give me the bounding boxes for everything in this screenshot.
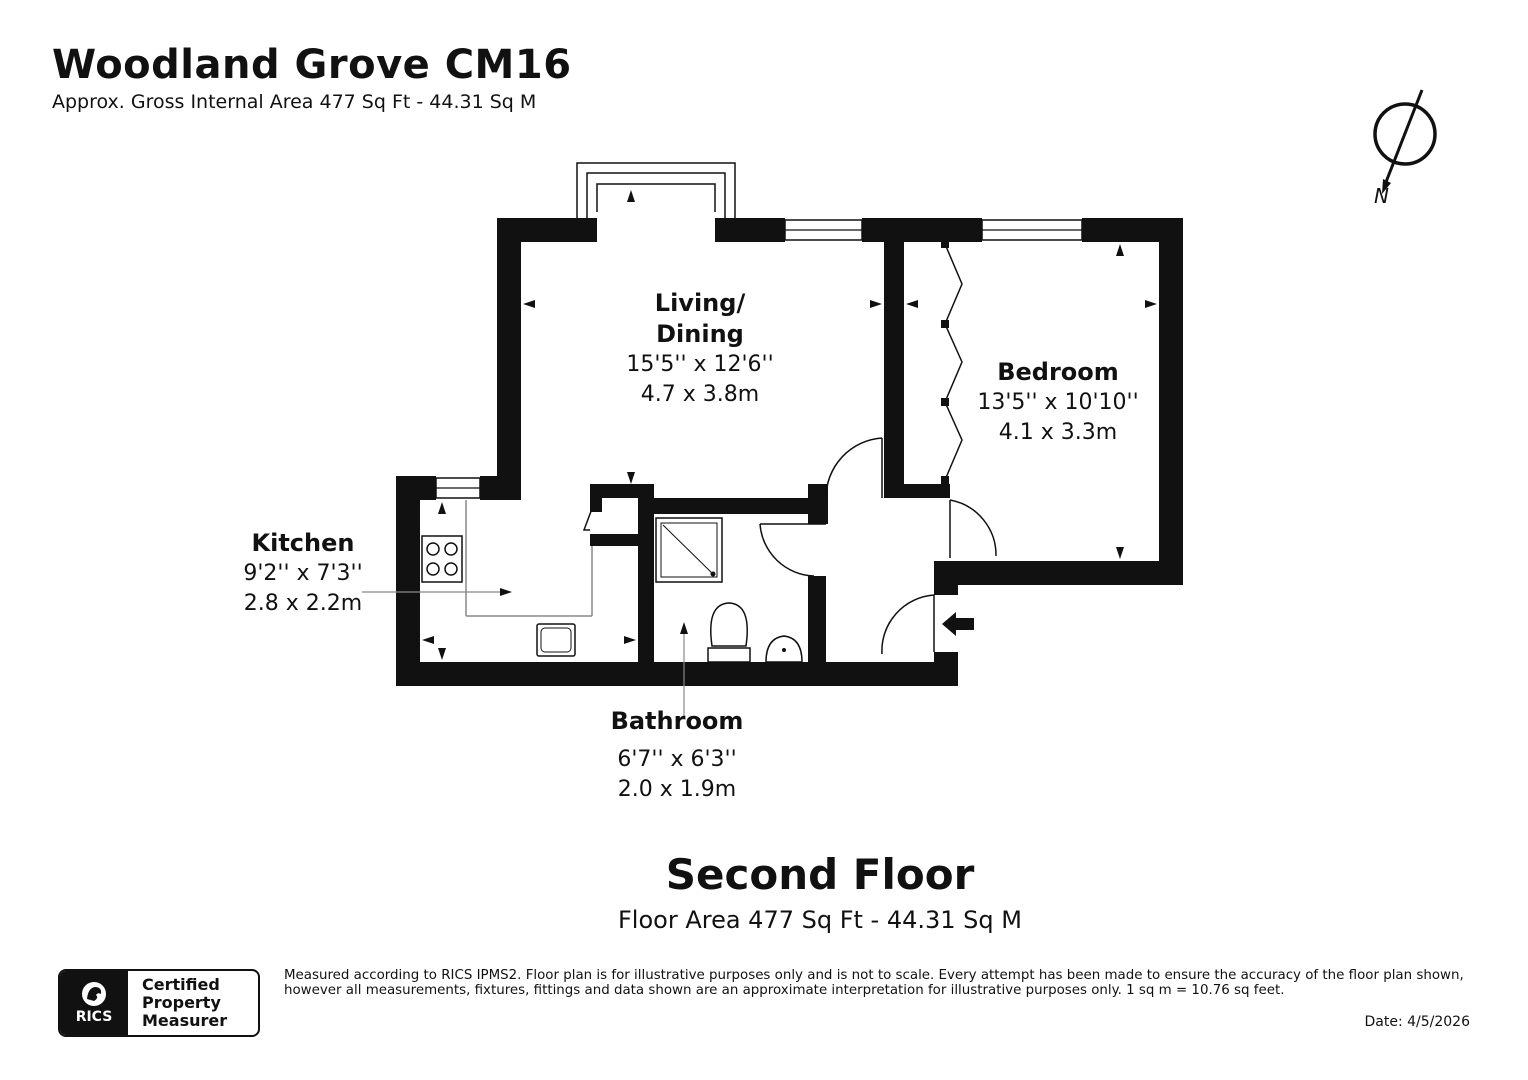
window-panes [436,229,1082,489]
kitchen-counter [465,500,593,617]
label-leader-lines [362,591,685,718]
gross-area-subtitle: Approx. Gross Internal Area 477 Sq Ft - … [52,91,537,113]
wardrobe-hinges [941,240,949,484]
room-dim-bathroom-metric: 2.0 x 1.9m [617,777,737,802]
disclaimer: Measured according to RICS IPMS2. Floor … [284,968,1484,998]
room-label-bathroom: Bathroom 6'7'' x 6'3'' 2.0 x 1.9m [567,706,787,805]
room-dim-living-metric: 4.7 x 3.8m [640,382,760,407]
rics-logo: RICS [60,971,130,1035]
room-name-bathroom: Bathroom [610,707,744,735]
room-dim-bedroom-imperial: 13'5'' x 10'10'' [977,390,1139,415]
compass-north-label: N [1374,184,1389,208]
toilet-icon [707,602,751,663]
room-name-living-line1: Living/ [654,289,746,317]
walls [396,218,1183,686]
room-label-living-dining: Living/ Dining 15'5'' x 12'6'' 4.7 x 3.8… [580,288,820,410]
compass-north-icon: N [1373,89,1437,208]
badge-text: Certified Property Measurer [130,971,258,1035]
room-name-kitchen: Kitchen [251,529,355,557]
basin-icon [765,635,803,663]
disclaimer-line-2: however all measurements, fixtures, fitt… [284,983,1285,998]
room-dim-kitchen-metric: 2.8 x 2.2m [243,591,363,616]
page-title: Woodland Grove CM16 [52,42,572,88]
plan-date: Date: 4/5/2026 [1364,1014,1470,1030]
room-dim-kitchen-imperial: 9'2'' x 7'3'' [243,561,363,586]
rics-certified-badge: RICS Certified Property Measurer [58,969,260,1037]
door-swings [582,437,997,655]
hob-icon [421,535,463,583]
room-name-bedroom: Bedroom [997,358,1119,386]
badge-line-2: Property [142,993,221,1012]
wardrobe-doors [944,243,963,481]
badge-line-1: Certified [142,975,220,994]
measurement-arrows [422,190,1157,660]
rics-logo-text: RICS [75,1009,113,1025]
shower-tray-icon [655,517,723,583]
room-label-bedroom: Bedroom 13'5'' x 10'10'' 4.1 x 3.3m [938,357,1178,448]
rics-lion-icon [82,982,106,1006]
room-dim-bedroom-metric: 4.1 x 3.3m [998,420,1118,445]
room-name-living-line2: Dining [656,320,744,348]
badge-line-3: Measurer [142,1011,228,1030]
room-dim-bathroom-imperial: 6'7'' x 6'3'' [617,747,737,772]
entrance-arrow-icon [942,612,974,636]
bay-window [576,162,736,218]
kitchen-sink-icon [536,623,576,657]
floor-area: Floor Area 477 Sq Ft - 44.31 Sq M [617,906,1022,934]
disclaimer-line-1: Measured according to RICS IPMS2. Floor … [284,968,1464,983]
room-label-kitchen: Kitchen 9'2'' x 7'3'' 2.8 x 2.2m [193,528,413,619]
floor-title: Second Floor [665,850,975,899]
room-dim-living-imperial: 15'5'' x 12'6'' [626,352,774,377]
